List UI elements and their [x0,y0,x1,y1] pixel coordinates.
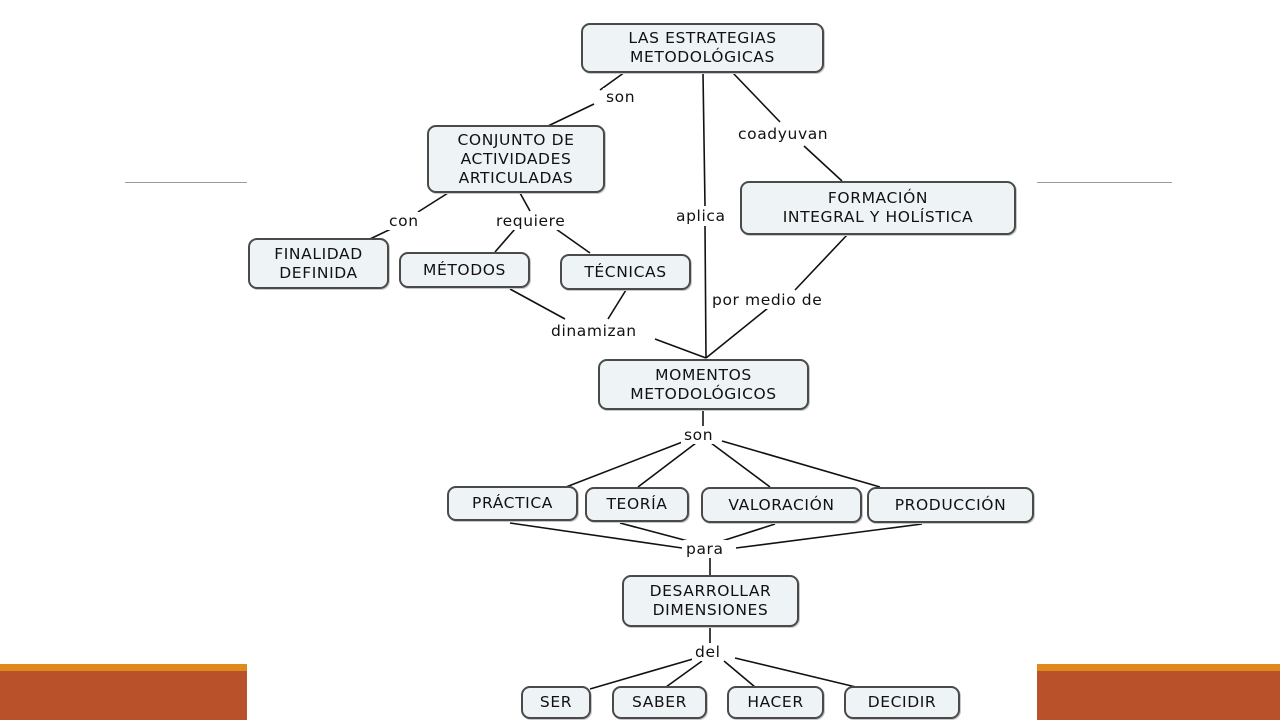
edge-del-ser [589,658,694,690]
node-teoria: TEORÍA [585,487,689,522]
node-tecnicas: TÉCNICAS [560,254,691,290]
node-saber: SABER [612,686,707,719]
edge-dinamizan-momentos [654,338,707,359]
node-estrategias-metodologicas: LAS ESTRATEGIAS METODOLÓGICAS [581,23,824,73]
edge-tecnicas-dinamizan [607,289,627,320]
edge-coadyuvan-formacion [803,145,843,182]
edge-conjunto-con [417,192,449,213]
edge-metodos-dinamizan [509,288,566,320]
node-formacion-integral: FORMACIÓN INTEGRAL Y HOLÍSTICA [740,181,1016,235]
link-label-coadyuvan: coadyuvan [735,125,832,143]
footer-band-left [0,671,247,720]
node-momentos-metodologicos: MOMENTOS METODOLÓGICOS [598,359,809,410]
link-label-dinamizan: dinamizan [548,322,640,340]
node-finalidad-definida: FINALIDAD DEFINIDA [248,238,389,289]
edge-estrategias-son [599,71,626,91]
node-produccion: PRODUCCIÓN [867,487,1034,523]
edge-conjunto-requiere [519,192,531,212]
edge-aplica-momentos [704,225,707,359]
edge-son-conjunto [547,103,595,127]
edge-pormediode-momentos [705,307,769,359]
edge-estrategias-coadyuvan [732,72,781,123]
link-label-son-mid: son [681,426,717,444]
node-ser: SER [521,686,591,719]
link-label-del: del [692,643,724,661]
edge-estrategias-aplica [702,72,706,207]
node-practica: PRÁCTICA [447,486,578,521]
link-label-para: para [683,540,727,558]
edge-valoracion-para [721,523,776,542]
edge-del-saber [665,660,703,688]
edge-produccion-para [735,523,923,549]
footer-band-right [1037,671,1280,720]
slide-rule-right [1037,182,1172,183]
edge-son-valoracion [710,442,771,488]
node-desarrollar-dimensiones: DESARROLLAR DIMENSIONES [622,575,799,627]
edge-formacion-pormediode [794,234,848,291]
link-label-con: con [386,212,422,230]
footer-band-accent-left [0,664,247,671]
edge-practica-para [509,522,683,549]
edge-del-decidir [734,657,861,689]
link-label-son-top: son [603,88,639,106]
footer-band-accent-right [1037,664,1280,671]
node-conjunto-actividades: CONJUNTO DE ACTIVIDADES ARTICULADAS [427,125,605,193]
edge-son-teoria [637,442,697,488]
node-decidir: DECIDIR [844,686,960,719]
slide-rule-left [125,182,247,183]
edge-teoria-para [619,522,689,542]
link-label-aplica: aplica [673,207,729,225]
link-label-por-medio-de: por medio de [709,291,826,309]
edge-del-hacer [723,660,756,688]
link-label-requiere: requiere [493,212,569,230]
edge-son-practica [565,440,686,488]
edge-requiere-tecnicas [555,228,591,254]
edge-son-produccion [721,440,881,488]
node-hacer: HACER [727,686,824,719]
node-metodos: MÉTODOS [399,252,530,288]
edge-requiere-metodos [494,228,516,253]
node-valoracion: VALORACIÓN [701,487,862,523]
